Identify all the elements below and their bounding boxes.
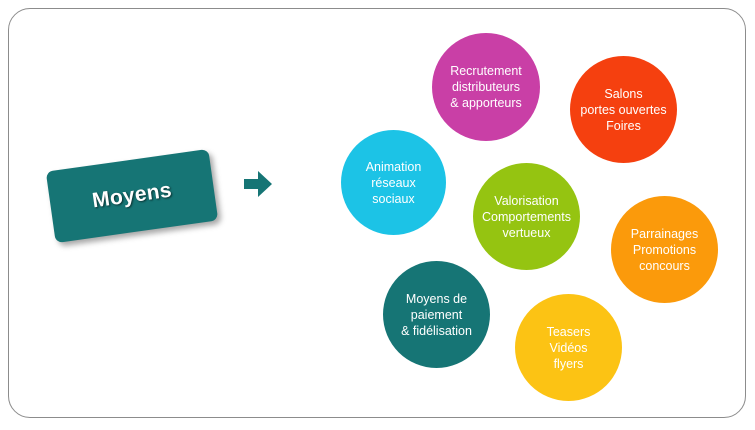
right-arrow-icon (244, 171, 272, 197)
circle-animation: Animation réseaux sociaux (341, 130, 446, 235)
circle-moyens-paiement: Moyens de paiement & fidélisation (383, 261, 490, 368)
circle-valorisation: Valorisation Comportements vertueux (473, 163, 580, 270)
circle-recrutement: Recrutement distributeurs & apporteurs (432, 33, 540, 141)
moyens-label: Moyens (90, 178, 174, 213)
circle-teasers: Teasers Vidéos flyers (515, 294, 622, 401)
circle-salons-text: Salons portes ouvertes Foires (580, 86, 667, 133)
circle-salons: Salons portes ouvertes Foires (570, 56, 677, 163)
circle-teasers-text: Teasers Vidéos flyers (546, 324, 591, 371)
circle-parrainages-text: Parrainages Promotions concours (630, 226, 699, 273)
circle-animation-text: Animation réseaux sociaux (365, 159, 422, 206)
circle-moyens-paiement-text: Moyens de paiement & fidélisation (401, 291, 472, 338)
circle-parrainages: Parrainages Promotions concours (611, 196, 718, 303)
circle-recrutement-text: Recrutement distributeurs & apporteurs (450, 64, 522, 110)
circle-valorisation-text: Valorisation Comportements vertueux (482, 193, 571, 240)
